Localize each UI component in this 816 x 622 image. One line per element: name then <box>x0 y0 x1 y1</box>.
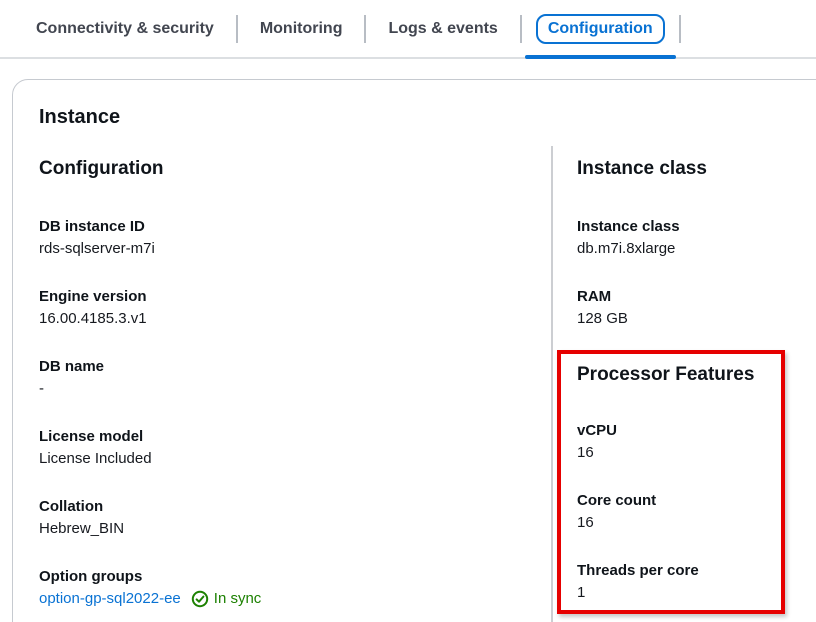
field-instance-class: Instance class db.m7i.8xlarge <box>577 216 816 260</box>
field-value: rds-sqlserver-m7i <box>39 240 155 257</box>
field-option-groups: Option groups option-gp-sql2022-ee In sy… <box>39 566 551 610</box>
processor-features-heading: Processor Features <box>577 364 755 385</box>
tab-connectivity-security[interactable]: Connectivity & security <box>14 0 236 57</box>
field-value: db.m7i.8xlarge <box>577 240 676 257</box>
status-text: In sync <box>213 590 262 607</box>
tab-label: Configuration <box>547 19 653 37</box>
tab-separator <box>235 14 238 43</box>
field-label: Threads per core <box>577 562 699 579</box>
configuration-section: Configuration DB instance ID rds-sqlserv… <box>39 146 551 622</box>
active-tab-focus-ring: Configuration <box>535 13 665 44</box>
tab-label: Logs & events <box>388 19 498 37</box>
tab-monitoring[interactable]: Monitoring <box>238 0 365 57</box>
field-label: License model <box>39 428 144 445</box>
field-value: Hebrew_BIN <box>39 520 125 537</box>
instance-class-heading: Instance class <box>577 158 707 179</box>
field-value: 128 GB <box>577 310 628 327</box>
option-group-link[interactable]: option-gp-sql2022-ee <box>39 590 181 607</box>
field-label: Engine version <box>39 288 147 305</box>
panel-title: Instance <box>39 106 121 128</box>
field-label: Instance class <box>577 218 680 235</box>
field-label: Core count <box>577 492 657 509</box>
field-value: - <box>39 380 44 397</box>
configuration-heading: Configuration <box>39 158 164 179</box>
field-vcpu: vCPU 16 <box>577 420 781 464</box>
field-value: 16 <box>577 444 594 461</box>
field-db-name: DB name - <box>39 356 551 400</box>
field-label: DB instance ID <box>39 218 145 235</box>
option-group-status-badge: In sync <box>191 588 262 610</box>
field-engine-version: Engine version 16.00.4185.3.v1 <box>39 286 551 330</box>
tab-label: Connectivity & security <box>36 19 214 37</box>
tab-logs-events[interactable]: Logs & events <box>366 0 519 57</box>
tab-separator <box>364 14 367 43</box>
field-label: vCPU <box>577 422 618 439</box>
tab-bar: Connectivity & security Monitoring Logs … <box>0 0 816 59</box>
field-label: Option groups <box>39 568 143 585</box>
field-value: License Included <box>39 450 152 467</box>
field-license-model: License model License Included <box>39 426 551 470</box>
field-value: 16.00.4185.3.v1 <box>39 310 147 327</box>
tab-separator <box>678 14 681 43</box>
field-label: DB name <box>39 358 105 375</box>
field-label: Collation <box>39 498 104 515</box>
field-collation: Collation Hebrew_BIN <box>39 496 551 540</box>
field-ram: RAM 128 GB <box>577 286 816 330</box>
check-circle-icon <box>191 590 208 608</box>
instance-panel: Instance Configuration DB instance ID rd… <box>12 79 816 622</box>
field-label: RAM <box>577 288 612 305</box>
field-db-instance-id: DB instance ID rds-sqlserver-m7i <box>39 216 551 260</box>
instance-class-section: Instance class Instance class db.m7i.8xl… <box>551 146 816 622</box>
processor-features-highlight-box: Processor Features vCPU 16 Core count 16… <box>557 350 785 614</box>
tab-separator <box>519 14 522 43</box>
field-value: 16 <box>577 514 594 531</box>
field-value: 1 <box>577 584 586 601</box>
field-threads-per-core: Threads per core 1 <box>577 560 781 604</box>
field-core-count: Core count 16 <box>577 490 781 534</box>
tab-configuration[interactable]: Configuration <box>522 0 679 59</box>
panel-columns: Configuration DB instance ID rds-sqlserv… <box>39 146 816 622</box>
tab-label: Monitoring <box>259 19 343 37</box>
